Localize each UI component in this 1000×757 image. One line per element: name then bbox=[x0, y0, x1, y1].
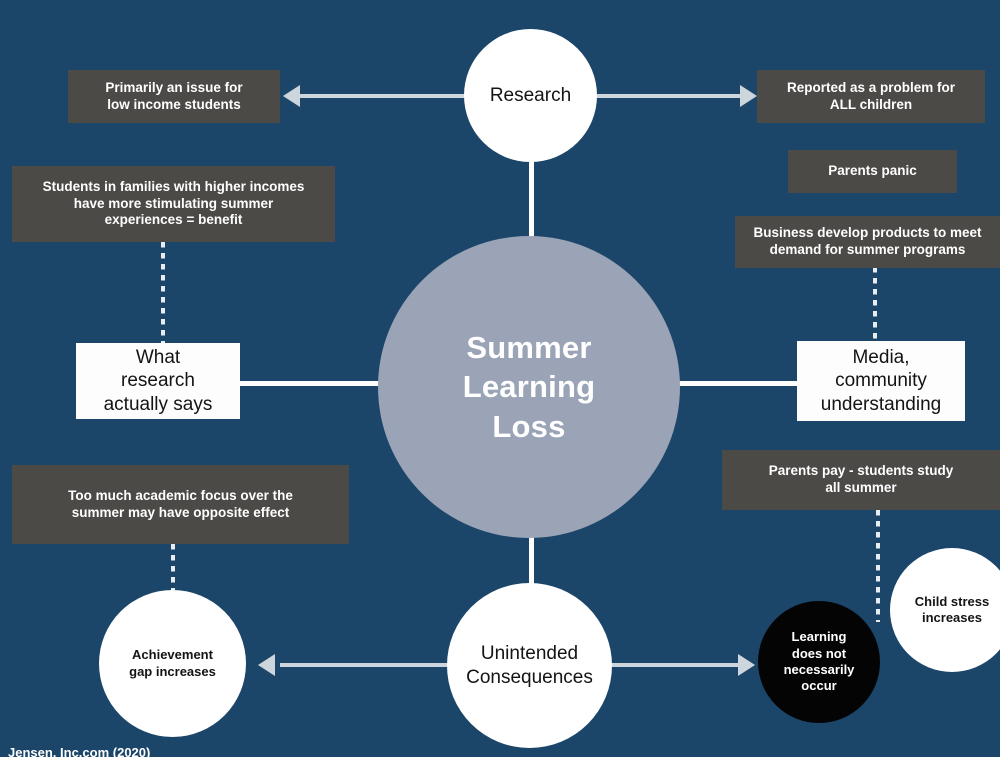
arrowhead-left-low-income bbox=[283, 85, 300, 107]
source-footnote: Jensen, Inc.com (2020) bbox=[8, 745, 151, 757]
box-business-products-line-1: Business develop products to meet bbox=[753, 225, 982, 241]
outcome-learning-line-3: necessarily bbox=[783, 662, 855, 677]
hub-unintended-consequences[interactable]: Unintended Consequences bbox=[447, 583, 612, 748]
outcome-learning-line-1: Learning bbox=[791, 629, 847, 645]
hub-what-research-actually-says[interactable]: What research actually says bbox=[76, 343, 240, 419]
dotted-connector-business-products bbox=[873, 267, 877, 343]
box-higher-incomes-line-1: Students in families with higher incomes bbox=[42, 178, 305, 194]
box-low-income-line-2: low income students bbox=[107, 96, 241, 112]
outcome-achievement-gap-line-1: Achievement bbox=[132, 647, 213, 663]
connector-research-to-all-children bbox=[594, 94, 754, 98]
box-parents-pay-line-1: Parents pay - students study bbox=[768, 463, 954, 479]
box-academic-focus[interactable]: Too much academic focus over the summer … bbox=[12, 465, 349, 544]
box-low-income-line-1: Primarily an issue for bbox=[105, 79, 243, 95]
hub-what-research-line-2: research bbox=[121, 370, 195, 392]
outcome-learning-line-2: does not bbox=[791, 645, 847, 661]
box-all-children-line-2: ALL children bbox=[829, 96, 913, 112]
connector-center-to-what-research bbox=[238, 381, 388, 386]
box-parents-panic[interactable]: Parents panic bbox=[788, 150, 957, 193]
dotted-connector-parents-pay bbox=[876, 510, 880, 622]
box-higher-incomes[interactable]: Students in families with higher incomes… bbox=[12, 166, 335, 242]
arrowhead-right-all-children bbox=[740, 85, 757, 107]
outcome-child-stress-line-2: increases bbox=[921, 610, 982, 625]
box-higher-incomes-line-2: have more stimulating summer bbox=[73, 195, 274, 211]
center-title-line-2: Learning bbox=[462, 369, 596, 405]
hub-what-research-line-1: What bbox=[135, 347, 181, 369]
box-all-children-line-1: Reported as a problem for bbox=[786, 79, 956, 95]
connector-research-to-low-income bbox=[300, 94, 470, 98]
box-academic-focus-line-2: summer may have opposite effect bbox=[71, 504, 290, 520]
box-all-children[interactable]: Reported as a problem for ALL children bbox=[757, 70, 985, 123]
dotted-connector-higher-incomes bbox=[161, 242, 165, 343]
connector-center-to-media bbox=[668, 381, 800, 386]
hub-research[interactable]: Research bbox=[464, 29, 597, 162]
hub-media-line-2: community bbox=[835, 370, 927, 392]
connector-research-to-center bbox=[529, 148, 534, 258]
box-business-products[interactable]: Business develop products to meet demand… bbox=[735, 216, 1000, 268]
hub-media-line-3: understanding bbox=[820, 393, 942, 415]
outcome-achievement-gap-increases[interactable]: Achievement gap increases bbox=[99, 590, 246, 737]
hub-what-research-line-3: actually says bbox=[103, 393, 213, 415]
outcome-learning-does-not-occur[interactable]: Learning does not necessarily occur bbox=[758, 601, 880, 723]
box-low-income-students[interactable]: Primarily an issue for low income studen… bbox=[68, 70, 280, 123]
outcome-learning-line-4: occur bbox=[801, 678, 837, 694]
box-academic-focus-line-1: Too much academic focus over the bbox=[68, 487, 293, 503]
hub-unintended-line-1: Unintended bbox=[480, 643, 579, 665]
box-higher-incomes-line-3: experiences = benefit bbox=[104, 212, 243, 228]
box-business-products-line-2: demand for summer programs bbox=[769, 242, 966, 257]
outcome-child-stress-increases[interactable]: Child stress increases bbox=[890, 548, 1000, 672]
outcome-child-stress-line-1: Child stress bbox=[914, 593, 990, 609]
hub-research-label: Research bbox=[489, 84, 572, 106]
arrowhead-right-learning bbox=[738, 654, 755, 676]
outcome-achievement-gap-line-2: gap increases bbox=[129, 663, 216, 679]
connector-unintended-to-achievement-gap bbox=[280, 663, 455, 667]
center-title-line-1: Summer bbox=[466, 330, 592, 366]
hub-media-community-understanding[interactable]: Media, community understanding bbox=[797, 341, 965, 421]
arrowhead-left-achievement-gap bbox=[258, 654, 275, 676]
box-parents-pay[interactable]: Parents pay - students study all summer bbox=[722, 450, 1000, 510]
center-title-line-3: Loss bbox=[492, 408, 566, 444]
connector-unintended-to-learning bbox=[610, 663, 740, 667]
box-parents-panic-line-1: Parents panic bbox=[828, 163, 917, 179]
hub-unintended-line-2: Consequences bbox=[466, 666, 593, 688]
box-parents-pay-line-2: all summer bbox=[825, 480, 897, 495]
connector-center-to-unintended bbox=[529, 510, 534, 615]
dotted-connector-academic-focus bbox=[171, 544, 175, 594]
center-node-summer-learning-loss[interactable]: Summer Learning Loss bbox=[378, 236, 680, 538]
hub-media-line-1: Media, bbox=[852, 347, 910, 369]
